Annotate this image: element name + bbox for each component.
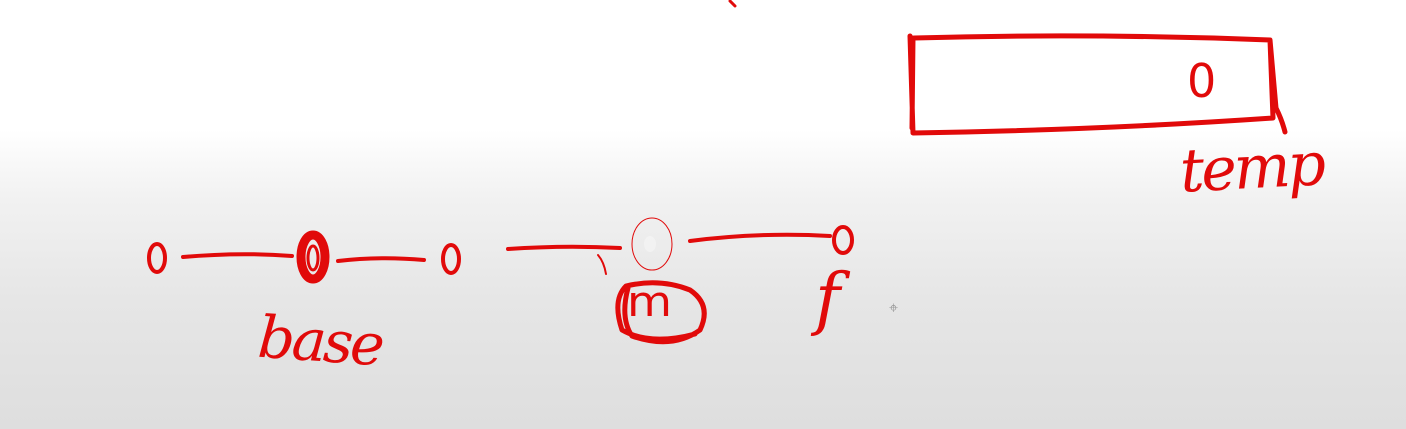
label-f: f [815, 260, 841, 339]
label-base: base [255, 302, 385, 380]
node-3 [441, 243, 461, 275]
m-highlight-circle [615, 280, 707, 345]
stray-mark [728, 0, 737, 8]
node-f [832, 225, 854, 255]
edge-node4-node5 [688, 232, 832, 243]
label-temp: temp [1178, 129, 1325, 207]
label-m: m [626, 277, 672, 326]
crosshair-cursor-icon: ⌖ [889, 298, 899, 317]
node-1 [147, 242, 167, 274]
temp-slot-value: 0 [1187, 54, 1217, 108]
edge-node1-node2 [181, 252, 294, 259]
node-base [296, 230, 330, 284]
temp-array-box [907, 33, 1288, 136]
edge-node3-node4 [506, 244, 622, 251]
edge-tail-hook [597, 254, 607, 275]
node-m [631, 217, 673, 271]
edge-node2-node3 [336, 256, 426, 263]
